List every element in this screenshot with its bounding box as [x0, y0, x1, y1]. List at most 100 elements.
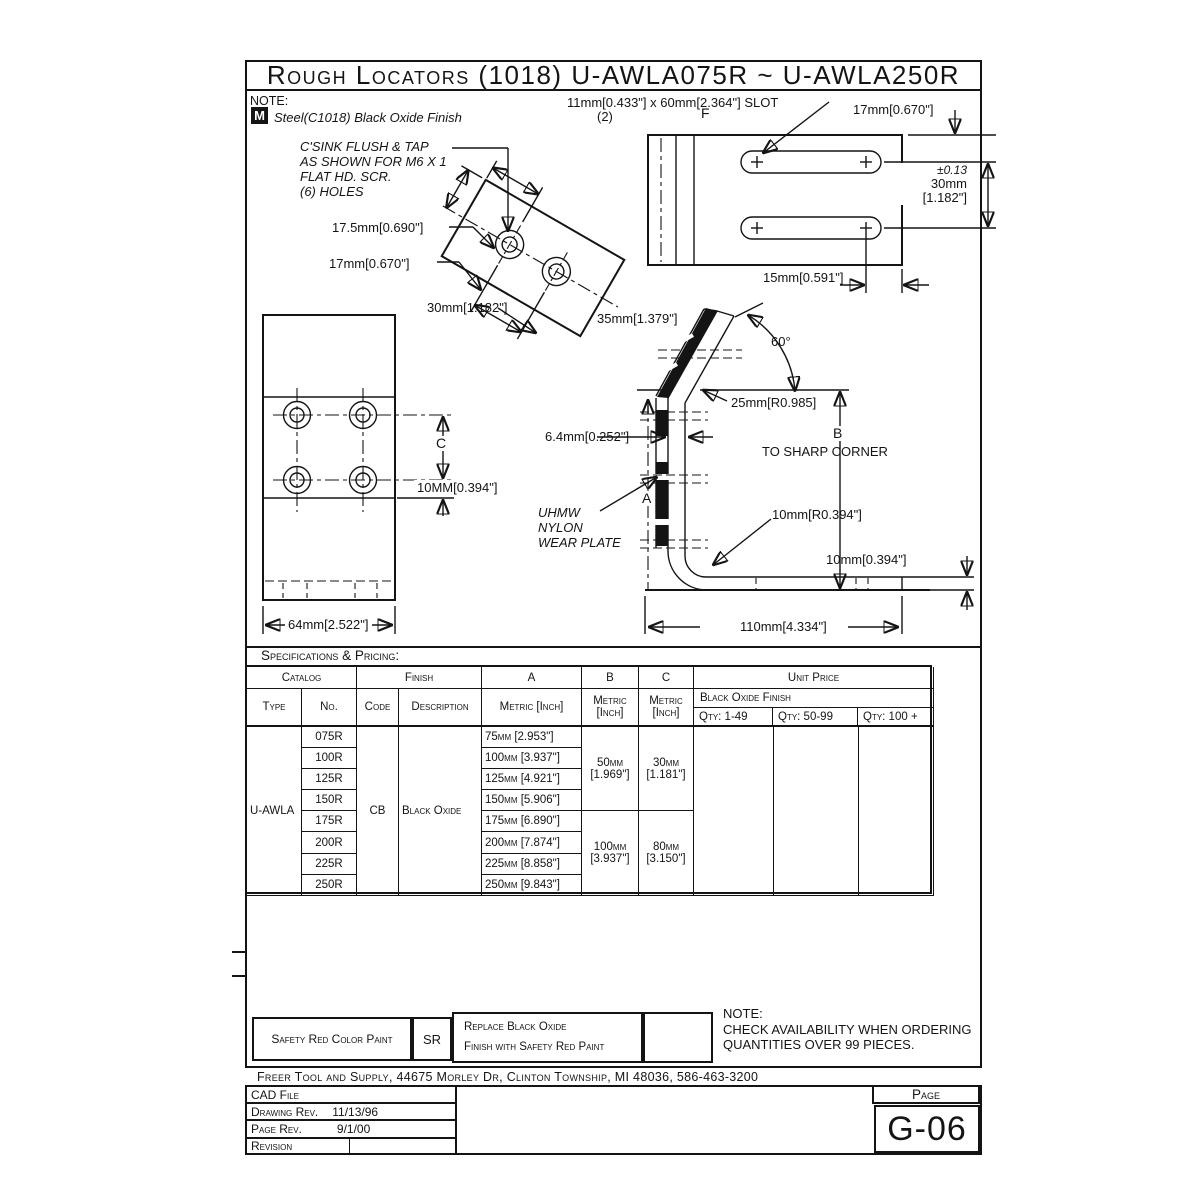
c-group-inch: [3.150"] [646, 853, 686, 866]
a-cell: 175mm [6.890"] [482, 811, 582, 833]
note-line1: CHECK AVAILABILITY WHEN ORDERING [723, 1021, 972, 1037]
dim-64mm: 64mm[2.522"] [285, 617, 372, 632]
col-header-finish: Finish [357, 667, 482, 689]
dim-30mm-holes: 30mm[1.182"] [427, 300, 508, 315]
dim-30mm-right-inch: [1.182"] [922, 190, 967, 205]
c-group-cell: 30mm [1.181"] [639, 727, 694, 812]
dim-10mm-front: 10MM[0.394"] [414, 480, 501, 495]
no-cell: 200R [302, 832, 357, 854]
page-rev-label: Page Rev. [251, 1122, 302, 1136]
type-value-cell: U-AWLA [247, 727, 302, 896]
dim-110mm: 110mm[4.334"] [737, 619, 830, 634]
to-sharp-corner-note: TO SHARP CORNER [762, 444, 888, 459]
drawing-separator-line [245, 646, 982, 648]
code-value-cell: CB [357, 727, 399, 896]
col-header-type: Type [247, 689, 302, 727]
dim-30mm-tolerance-stack: ±0.13 30mm [1.182"] [898, 163, 970, 205]
front-view [262, 314, 454, 634]
col-header-unit-price: Unit Price [694, 667, 934, 689]
dim-b-label: B [830, 426, 846, 441]
col-header-a-metric: Metric [Inch] [482, 689, 582, 727]
dim-17-5mm: 17.5mm[0.690"] [332, 220, 424, 235]
no-cell: 175R [302, 811, 357, 833]
col-header-a: A [482, 667, 582, 689]
spec-table: Catalog Finish A B C Unit Price Type No.… [245, 665, 934, 896]
safety-red-empty-cell [643, 1012, 713, 1063]
c-metric-line1: Metric [649, 695, 683, 707]
no-cell: 100R [302, 748, 357, 770]
view-label-f: F [701, 105, 710, 121]
no-cell: 150R [302, 790, 357, 812]
qty-50-99-header: Qty: 50-99 [773, 708, 858, 725]
a-cell: 250mm [9.843"] [482, 874, 582, 896]
dim-30mm-right-metric: 30mm [930, 176, 967, 191]
col-header-code: Code [357, 689, 399, 727]
col-header-description: Description [399, 689, 482, 727]
material-note: Steel(C1018) Black Oxide Finish [274, 110, 462, 125]
page-number-box: G-06 [874, 1105, 980, 1153]
c-group-inch: [1.181"] [646, 768, 686, 781]
price-cell-qty-1-49 [694, 727, 774, 896]
c-group-metric: 30mm [652, 756, 680, 769]
qty-100-plus-header: Qty: 100 + [863, 710, 918, 723]
no-cell: 250R [302, 874, 357, 896]
c-group-cell: 80mm [3.150"] [639, 811, 694, 896]
uhmw-note: UHMW NYLON WEAR PLATE [538, 505, 621, 550]
col-header-b-metric: Metric [Inch] [582, 689, 639, 727]
col-header-no: No. [302, 689, 357, 727]
b-group-metric: 100mm [593, 841, 627, 854]
note-line2: QUANTITIES OVER 99 PIECES. [723, 1037, 915, 1052]
countersink-view [437, 147, 626, 340]
qty-1-49-header: Qty: 1-49 [694, 708, 773, 725]
dim-17mm-left: 17mm[0.670"] [329, 256, 410, 271]
a-cell: 125mm [4.921"] [482, 769, 582, 791]
note-title: NOTE: [723, 1006, 763, 1021]
dim-c-label: C [433, 436, 450, 451]
dim-slot-qty: (2) [597, 109, 613, 124]
dim-25mm-radius: 25mm[R0.985] [728, 395, 820, 410]
dim-60deg: 60° [771, 334, 791, 349]
c-group-metric: 80mm [652, 841, 680, 854]
safety-desc-line2: Finish with Safety Red Paint [464, 1040, 605, 1053]
col-header-catalog: Catalog [247, 667, 357, 689]
safety-red-code-cell: SR [412, 1017, 452, 1061]
a-cell: 75mm [2.953"] [482, 727, 582, 749]
side-view [597, 302, 974, 634]
note-label: NOTE: [250, 94, 289, 108]
price-cell-qty-100-plus [859, 727, 934, 896]
drawing-rev-label: Drawing Rev. [251, 1104, 319, 1119]
no-cell: 125R [302, 769, 357, 791]
c-metric-line2: [Inch] [652, 707, 680, 719]
b-group-metric: 50mm [596, 756, 624, 769]
revision-divider [349, 1139, 350, 1153]
dim-a-label: A [639, 491, 655, 506]
revision-row: Revision [245, 1137, 457, 1155]
csink-note: C'SINK FLUSH & TAP AS SHOWN FOR M6 X 1 F… [300, 139, 447, 199]
b-group-cell: 100mm [3.937"] [582, 811, 639, 896]
col-header-c-metric: Metric [Inch] [639, 689, 694, 727]
a-cell: 100mm [3.937"] [482, 748, 582, 770]
page-rev-value: 9/1/00 [336, 1122, 371, 1136]
tolerance-value: ±0.13 [937, 163, 967, 177]
b-group-cell: 50mm [1.969"] [582, 727, 639, 812]
safety-desc-line1: Replace Black Oxide [464, 1021, 567, 1034]
drawing-rev-value: 11/13/96 [332, 1104, 379, 1119]
spec-section-label: Specifications & Pricing: [261, 648, 400, 663]
a-cell: 200mm [7.874"] [482, 832, 582, 854]
b-metric-line2: [Inch] [596, 707, 624, 719]
black-oxide-finish-header: Black Oxide Finish [694, 689, 933, 708]
price-cell-qty-50-99 [774, 727, 859, 896]
dim-slot: 11mm[0.433"] x 60mm[2.364"] SLOT [567, 95, 779, 110]
cad-file-label: CAD File [251, 1087, 300, 1102]
page-rev-row: Page Rev. 9/1/00 [245, 1119, 457, 1139]
description-value-cell: Black Oxide [399, 727, 482, 896]
dim-35mm: 35mm[1.379"] [597, 311, 678, 326]
a-cell: 225mm [8.858"] [482, 853, 582, 875]
dim-17mm-top-right: 17mm[0.670"] [853, 102, 934, 117]
dim-10mm-radius: 10mm[R0.394"] [772, 507, 862, 522]
b-metric-line1: Metric [593, 695, 627, 707]
company-address-line: Freer Tool and Supply, 44675 Morley Dr, … [245, 1066, 982, 1087]
safety-red-description-cell: Replace Black Oxide Finish with Safety R… [452, 1012, 643, 1063]
b-group-inch: [3.937"] [590, 853, 630, 866]
